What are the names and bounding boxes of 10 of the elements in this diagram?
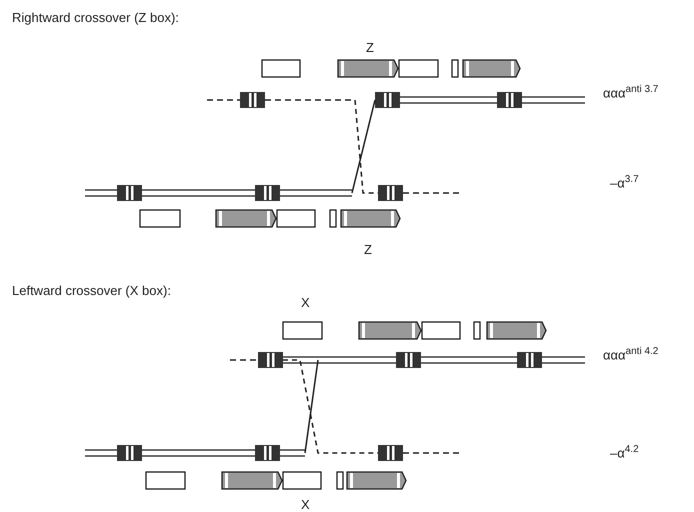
allele-label: –α$^{3.7}$ (610, 174, 639, 190)
allele-label: –α$^{4.2}$ (610, 444, 639, 460)
box-letter: X (301, 295, 310, 310)
panel-heading: Rightward crossover (Z box): (12, 10, 179, 25)
box-letter: X (301, 497, 310, 512)
allele-label: ααα$^{anti 3.7}$ (603, 84, 658, 100)
allele-label: ααα$^{anti 4.2}$ (603, 346, 658, 362)
panel-heading: Leftward crossover (X box): (12, 283, 171, 298)
box-letter: Z (366, 40, 374, 55)
box-letter: Z (364, 242, 372, 257)
